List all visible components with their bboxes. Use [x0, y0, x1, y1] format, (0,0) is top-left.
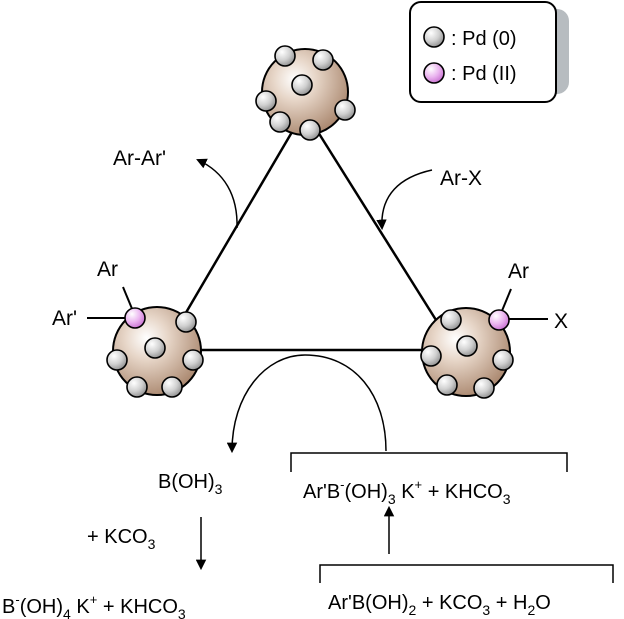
left-ar-prime-label: Ar': [52, 307, 77, 330]
pd0-atom: [182, 349, 204, 371]
transmetalation-arrow: [226, 354, 387, 454]
pd0-atom: [299, 119, 321, 141]
pd0-atom: [420, 345, 442, 367]
legend: : Pd (0) : Pd (II): [409, 1, 569, 103]
lower-bracket: [319, 564, 614, 583]
right-nanoparticle: Ar X: [420, 260, 568, 399]
right-ar-label: Ar: [508, 260, 529, 283]
trifluoroborate-salt-label: Ar'B-(OH)3 K+ + KHCO3: [303, 477, 511, 507]
product-release-arrow: [196, 158, 238, 229]
top-nanoparticle: [255, 45, 356, 141]
pd0-atom: [126, 376, 148, 398]
pd0-atom: [492, 349, 514, 371]
pd0-legend-label: : Pd (0): [451, 28, 517, 50]
borate-product-label: B-(OH)4 K+ + KHCO3: [2, 592, 186, 619]
right-edge: [316, 131, 438, 321]
pd2-atom: [124, 307, 146, 329]
pd0-atom: [269, 111, 291, 133]
pd0-atom: [291, 74, 313, 96]
pd0-atom: [312, 49, 334, 71]
pd2-legend-dot: [423, 62, 445, 84]
left-nanoparticle: Ar Ar': [52, 258, 204, 398]
product-label: Ar-Ar': [113, 147, 166, 170]
cycle-triangle: [182, 131, 438, 352]
pd0-atom: [175, 311, 197, 333]
reactant-label: Ar-X: [440, 167, 482, 190]
pd0-atom: [106, 349, 128, 371]
reagents-label: Ar'B(OH)2 + KCO3 + H2O: [328, 592, 551, 618]
pd0-atom: [161, 376, 183, 398]
pd0-atom: [334, 99, 356, 121]
brackets: [290, 452, 614, 583]
substrate-entry-arrow: [376, 169, 433, 231]
right-x-label: X: [554, 310, 568, 333]
pd0-atom: [440, 309, 462, 331]
pd0-atom: [456, 335, 478, 357]
pd2-atom: [488, 309, 510, 331]
left-edge: [182, 131, 294, 317]
pd0-atom: [144, 337, 166, 359]
pd0-atom: [274, 45, 296, 67]
pd0-atom: [436, 374, 458, 396]
boric-acid-label: B(OH)3: [158, 471, 223, 497]
cycle-arrows: [195, 158, 433, 571]
pd0-atom: [255, 90, 277, 112]
pd0-atom: [473, 377, 495, 399]
left-ar-label: Ar: [97, 258, 118, 281]
pd2-legend-label: : Pd (II): [451, 63, 517, 85]
legend-box: [409, 1, 557, 103]
kco3-label: + KCO3: [87, 526, 156, 552]
pd0-legend-dot: [423, 26, 445, 48]
upper-bracket: [290, 452, 568, 472]
